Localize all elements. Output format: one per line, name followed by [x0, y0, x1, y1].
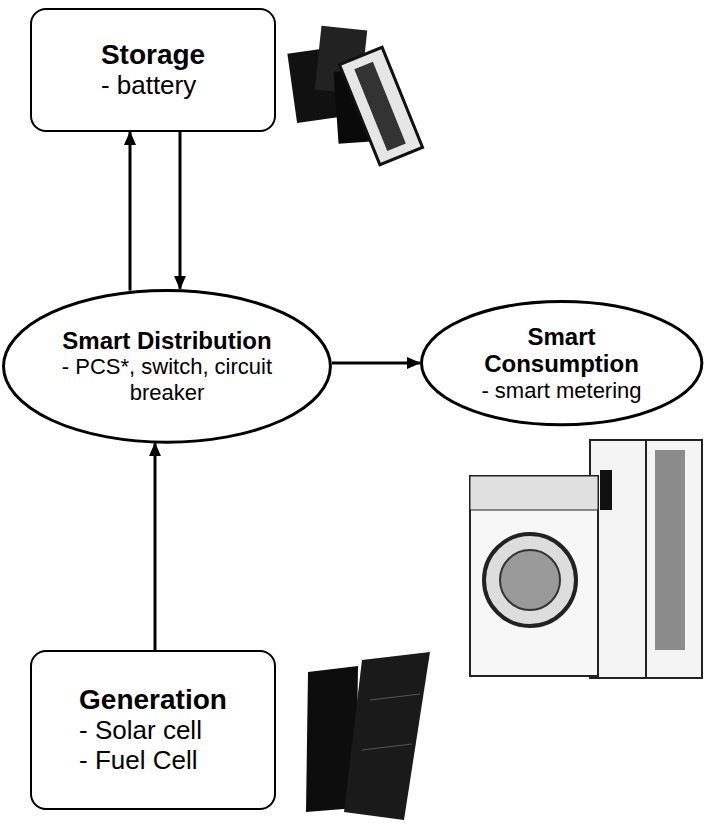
flow-arrow	[332, 361, 420, 364]
generation-box: Generation- Solar cell- Fuel Cell	[30, 650, 276, 810]
flow-arrow	[154, 443, 157, 650]
node-heading: Storage	[101, 39, 205, 71]
distribution-ellipse: Smart Distribution- PCS*, switch, circui…	[2, 289, 332, 444]
node-text-group: Generation- Solar cell- Fuel Cell	[79, 684, 227, 776]
storage-box: Storage- battery	[30, 8, 276, 132]
node-text-group: Storage- battery	[101, 39, 205, 101]
node-body: - smart metering	[466, 378, 656, 403]
node-body: - Fuel Cell	[79, 746, 227, 776]
node-heading: Smart Distribution	[36, 327, 298, 355]
node-text-group: Smart Distribution- PCS*, switch, circui…	[36, 327, 298, 405]
node-heading: Smart Consumption	[466, 323, 656, 378]
node-body: - battery	[101, 71, 205, 101]
node-heading: Generation	[79, 684, 227, 716]
node-body: - Solar cell	[79, 716, 227, 746]
appliances-picture	[470, 440, 702, 678]
solar-panel-picture	[306, 652, 430, 820]
flow-arrow	[179, 132, 182, 289]
battery-picture	[287, 26, 422, 165]
flow-arrow	[129, 132, 132, 291]
node-text-group: Smart Consumption- smart metering	[466, 323, 656, 403]
node-body: - PCS*, switch, circuit breaker	[36, 354, 298, 405]
consumption-ellipse: Smart Consumption- smart metering	[420, 300, 703, 426]
